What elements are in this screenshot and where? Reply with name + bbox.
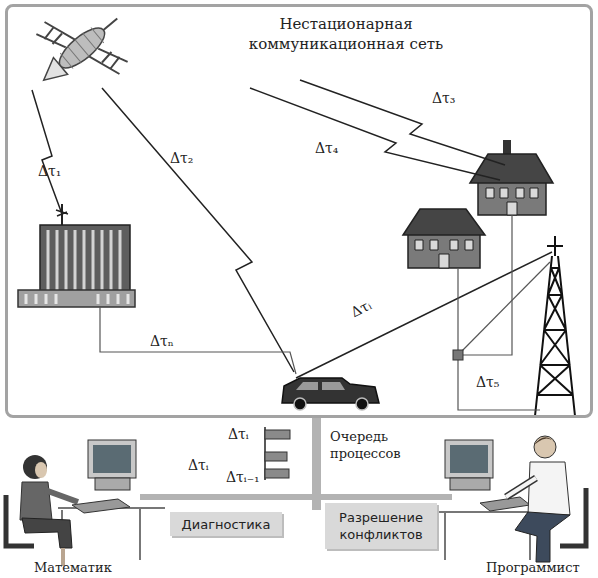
arm (45, 490, 78, 502)
process-bus (140, 418, 452, 510)
head (534, 436, 556, 458)
van-wheel (294, 398, 306, 410)
satellite-icon (15, 0, 145, 114)
arm (506, 478, 536, 497)
monitor-screen (450, 445, 488, 473)
radio-link (102, 88, 294, 372)
keyboard (480, 497, 530, 511)
process-box: Разрешение конфликтов (325, 503, 437, 549)
van-wheel (356, 398, 368, 410)
bus-line (140, 494, 452, 500)
skirt (22, 518, 72, 548)
process-box: Диагностика (170, 512, 282, 536)
frame-title: Нестационарная коммуникационная сеть (246, 14, 446, 54)
hair (534, 437, 556, 445)
house-large (470, 140, 553, 215)
house-wall (478, 180, 546, 215)
box-label: Разрешение конфликтов (331, 509, 431, 543)
queue-bar (265, 469, 289, 478)
torso (528, 462, 570, 515)
desk (58, 508, 165, 560)
delay-label: Δτᵢ (348, 297, 374, 322)
building-tower (40, 225, 130, 295)
cable-line (100, 307, 296, 374)
box-label: Диагностика (182, 516, 271, 533)
hair (23, 455, 47, 479)
house-wall (408, 232, 480, 268)
delay-label: Δτ₄ (315, 140, 338, 157)
solar-panel (34, 0, 130, 98)
satellite-stripes (60, 27, 105, 70)
queue-label: Очередь процессов (330, 428, 410, 462)
monitor (88, 440, 136, 478)
house-small (403, 209, 485, 268)
queue-bar (265, 452, 287, 461)
delay-label: Δτ₁ (38, 163, 61, 180)
queue-bar (265, 430, 290, 439)
programmer-figure (438, 436, 586, 562)
process-queue (265, 427, 290, 480)
delay-label: Δτᵢ (228, 426, 249, 443)
role-label: Математик (34, 559, 112, 576)
satellite-dish (37, 58, 68, 89)
monitor (445, 440, 493, 478)
delay-label: Δτ₅ (476, 374, 499, 391)
radio-tower (535, 236, 575, 416)
radio-link (250, 88, 500, 180)
satellite-antenna (103, 18, 117, 30)
building-base (18, 290, 135, 307)
van-icon (282, 378, 379, 410)
building-windows (48, 230, 120, 290)
house-windows (486, 188, 538, 215)
house-roof (403, 209, 485, 235)
radio-links (32, 80, 552, 378)
trousers (515, 512, 570, 562)
network-frame: Нестационарная коммуникационная сеть (5, 4, 593, 418)
radio-link (300, 80, 505, 165)
radio-link (296, 252, 552, 378)
delay-label: Δτ₂ (170, 150, 193, 167)
delay-label: Δτᵢ₋₁ (226, 469, 260, 486)
role-label: Программист (486, 559, 580, 576)
delay-label: Δτᵢ (188, 457, 209, 474)
keyboard (72, 499, 130, 513)
mathematician-figure (6, 440, 165, 566)
delay-label: Δτ₃ (432, 90, 455, 107)
cable-line (458, 268, 540, 410)
radio-link (32, 90, 62, 214)
cable-line (458, 215, 512, 355)
junction-square (453, 350, 463, 360)
delay-label: Δτₙ (150, 333, 174, 350)
sleeve (506, 478, 536, 497)
monitor-screen (93, 445, 131, 473)
van-windows (296, 382, 345, 390)
wired-links (100, 215, 550, 410)
computer-base (450, 478, 490, 490)
bus-riser (312, 418, 321, 510)
cable-line (458, 262, 550, 355)
satellite-body (53, 22, 110, 75)
house-windows (415, 240, 473, 268)
office-building (18, 204, 135, 307)
tower-lattice (535, 236, 575, 416)
face (35, 462, 47, 478)
computer-base (95, 478, 130, 490)
base-windows (26, 294, 128, 304)
